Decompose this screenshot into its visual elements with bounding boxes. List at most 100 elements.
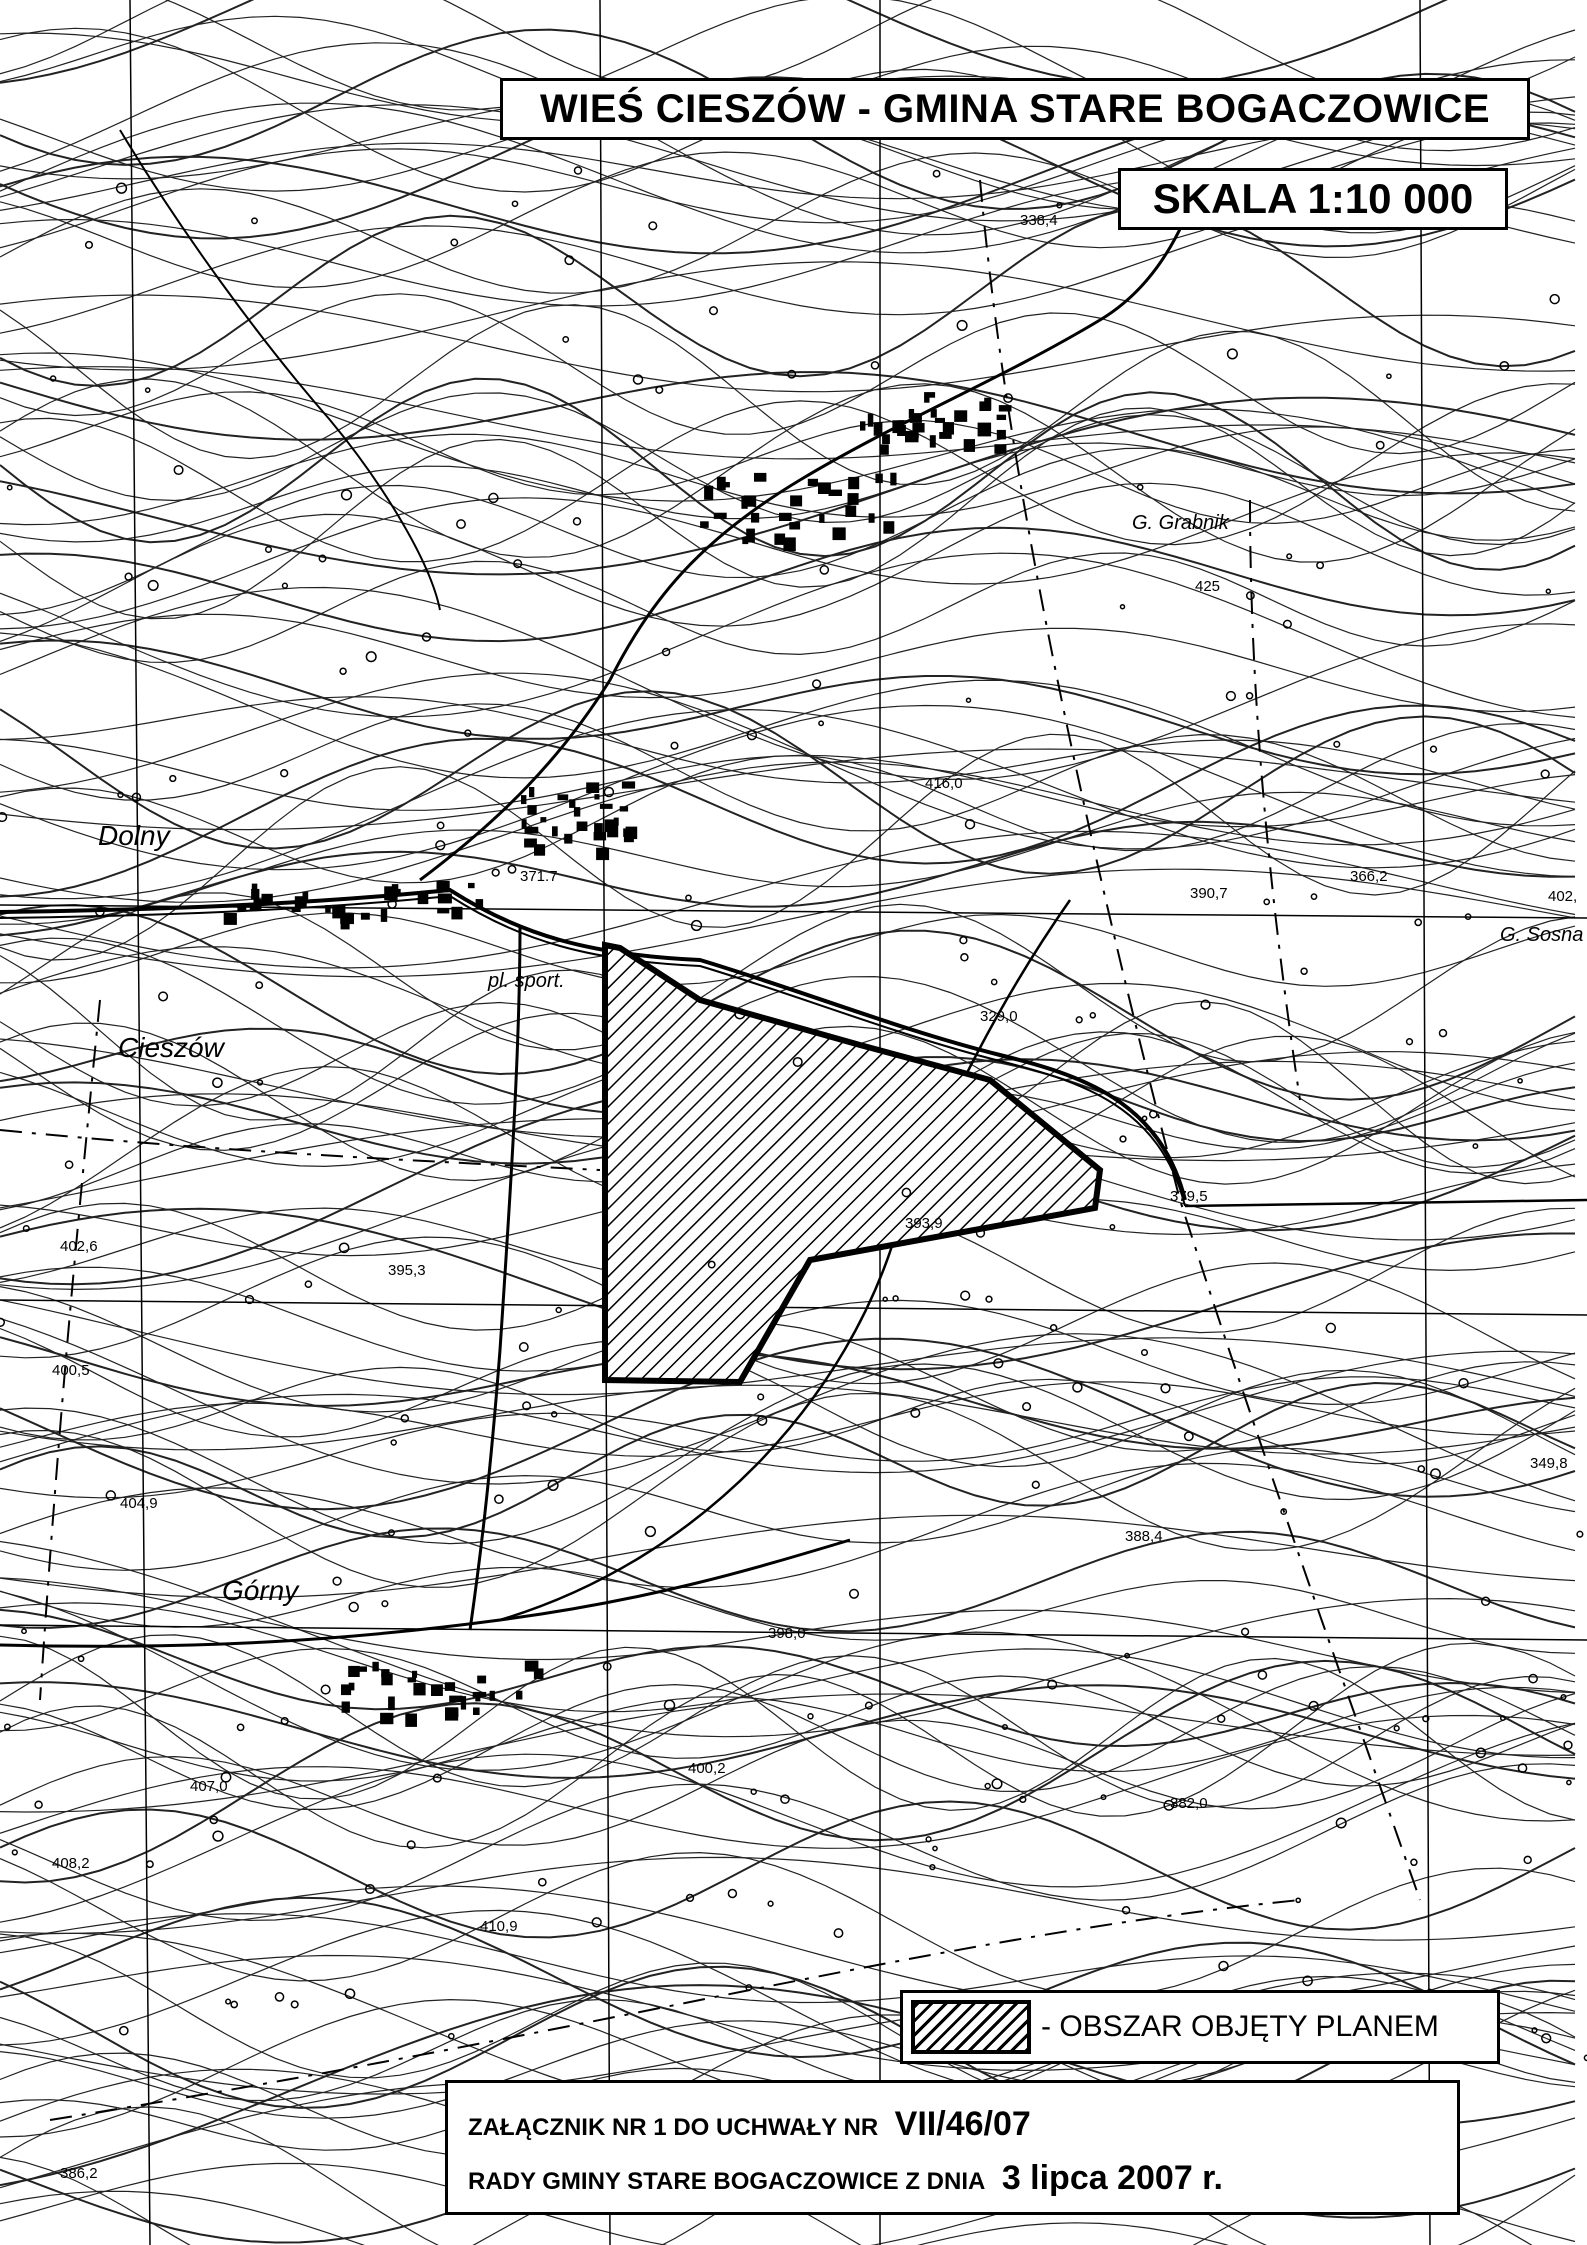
contour-line xyxy=(0,704,1576,878)
tree-symbol xyxy=(209,1815,219,1825)
building xyxy=(521,819,527,829)
contour-line xyxy=(0,1447,1576,1571)
tree-symbol xyxy=(929,1863,936,1871)
contour-line xyxy=(0,1800,1576,1939)
tree-symbol xyxy=(1417,1465,1426,1473)
tree-symbol xyxy=(648,221,658,231)
tree-symbol xyxy=(991,1778,1003,1790)
map-title: WIEŚ CIESZÓW - GMINA STARE BOGACZOWICE xyxy=(500,78,1530,140)
contour-line xyxy=(0,1337,1576,1511)
building xyxy=(524,838,537,848)
building xyxy=(939,432,952,439)
building xyxy=(431,1684,443,1696)
contour-line xyxy=(0,791,1576,925)
elevation-label: 400,5 xyxy=(52,1362,90,1379)
contour-line xyxy=(0,76,1576,248)
tree-symbol xyxy=(1075,1016,1083,1024)
tree-symbol xyxy=(11,1849,18,1856)
building xyxy=(847,493,859,505)
contour-line xyxy=(0,1387,1576,1588)
building xyxy=(489,1690,495,1701)
tree-symbol xyxy=(304,1280,313,1289)
contour-line xyxy=(0,96,1576,222)
tree-symbol xyxy=(0,812,8,823)
building xyxy=(576,821,588,831)
tree-symbol xyxy=(1560,1693,1567,1701)
building xyxy=(954,410,968,422)
building xyxy=(412,1670,418,1678)
tree-symbol xyxy=(1148,1109,1158,1119)
tree-symbol xyxy=(251,217,258,225)
tree-symbol xyxy=(280,769,289,778)
building xyxy=(930,409,937,418)
building xyxy=(774,533,786,545)
tree-symbol xyxy=(746,730,758,741)
contour-line xyxy=(0,0,1448,87)
tree-symbol xyxy=(1031,1480,1040,1489)
contour-line xyxy=(0,1366,1576,1465)
tree-symbol xyxy=(340,489,353,501)
building xyxy=(460,1696,467,1710)
building xyxy=(405,1713,417,1727)
contour-line xyxy=(0,912,1576,987)
tree-symbol xyxy=(960,1290,971,1301)
tree-symbol xyxy=(118,2025,129,2036)
tree-symbol xyxy=(757,1393,765,1401)
building xyxy=(534,844,546,856)
contour-line xyxy=(0,1566,1576,1654)
tree-symbol xyxy=(494,1494,504,1505)
building xyxy=(807,478,818,486)
tree-symbol xyxy=(1160,1383,1171,1394)
tree-symbol xyxy=(1464,913,1472,920)
elevation-label: 408,2 xyxy=(52,1855,90,1872)
roads xyxy=(0,129,1587,1648)
tree-symbol xyxy=(632,374,644,385)
contour-line xyxy=(0,383,1576,563)
tree-symbol xyxy=(537,1877,547,1887)
contour-line xyxy=(0,1763,1576,1922)
building xyxy=(905,430,919,443)
elevation-label: 402, xyxy=(1548,888,1578,905)
tree-symbol xyxy=(959,936,968,945)
tree-symbol xyxy=(77,1655,85,1663)
elevation-label: 386,2 xyxy=(60,2165,98,2182)
place-label-cieszow: Cieszów xyxy=(118,1032,224,1063)
tree-symbol xyxy=(1531,2027,1538,2034)
building xyxy=(569,799,576,808)
contour-line xyxy=(0,748,1576,831)
building xyxy=(521,795,527,805)
building xyxy=(604,819,617,833)
contour-line xyxy=(0,1299,1576,1397)
tree-symbol xyxy=(95,906,105,917)
tree-symbol xyxy=(708,306,719,316)
building xyxy=(413,1683,426,1696)
contour-line xyxy=(0,366,1576,464)
footer-line-2: RADY GMINY STARE BOGACZOWICE Z DNIA 3 li… xyxy=(468,2159,1223,2198)
building xyxy=(237,905,247,912)
building xyxy=(291,907,301,912)
contour-line xyxy=(0,1647,1576,1787)
contour-line xyxy=(0,868,1576,978)
tree-symbol xyxy=(230,2000,239,2009)
building xyxy=(909,413,922,423)
contour-line xyxy=(0,261,1576,372)
tree-symbol xyxy=(780,1794,790,1805)
tree-symbol xyxy=(1049,1324,1058,1332)
tree-symbol xyxy=(750,1788,757,1795)
building xyxy=(722,482,730,488)
tree-symbol xyxy=(870,360,880,370)
building xyxy=(381,1673,393,1686)
contour-line xyxy=(0,1714,1576,1849)
contour-line xyxy=(0,708,1576,900)
tree-symbol xyxy=(387,1529,395,1537)
place-label-gorny: Górny xyxy=(222,1575,299,1606)
building xyxy=(594,823,603,836)
tree-symbol xyxy=(1019,1795,1027,1804)
building xyxy=(897,424,906,436)
contour-line xyxy=(0,378,1576,563)
tree-symbol xyxy=(1295,1897,1302,1904)
tree-symbol xyxy=(147,579,159,591)
building xyxy=(473,1707,480,1715)
tree-symbol xyxy=(564,255,575,266)
building xyxy=(789,522,801,530)
